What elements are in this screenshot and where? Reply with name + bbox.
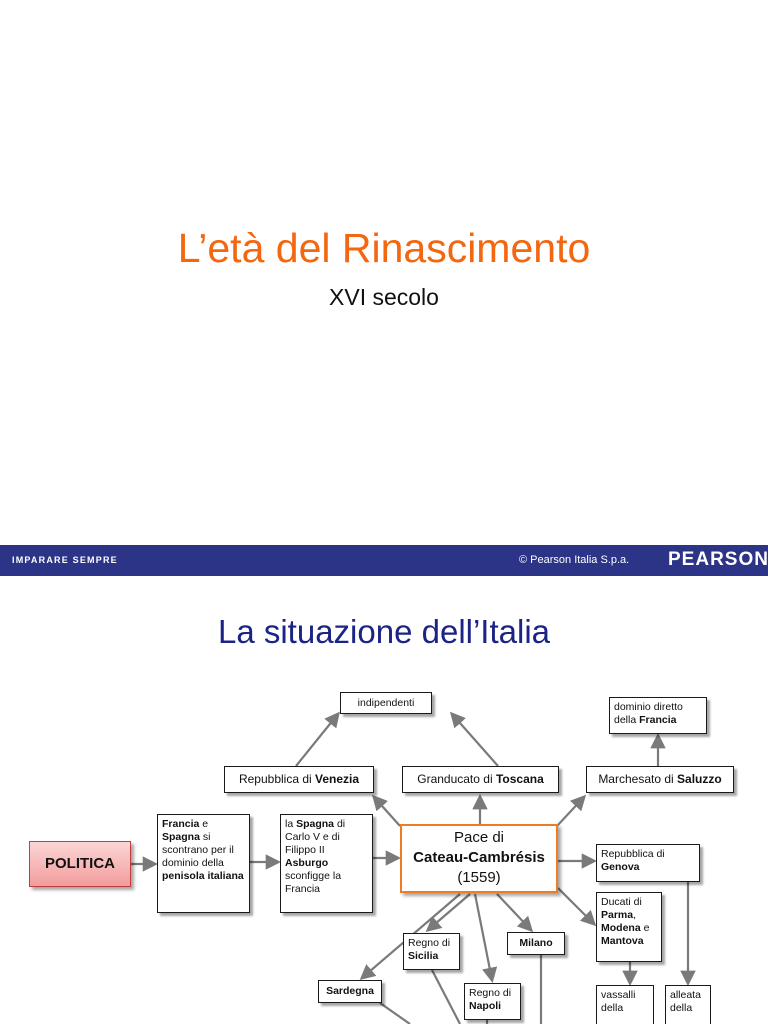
footer-bar: IMPARARE SEMPRE © Pearson Italia S.p.a. … (0, 545, 768, 576)
title-slide: L’età del Rinascimento XVI secolo (177, 225, 591, 310)
francia-spagna-box: Francia e Spagna si scontrano per il dom… (157, 814, 250, 913)
francia-dominio-box: dominio diretto della Francia (609, 697, 707, 734)
genova-box: Repubblica di Genova (596, 844, 700, 882)
slide-title: L’età del Rinascimento (177, 225, 591, 271)
publisher-logo: PEARSON (668, 549, 768, 570)
napoli-box: Regno di Napoli (464, 983, 521, 1020)
footer-copyright: © Pearson Italia S.p.a. (519, 554, 630, 566)
spagna-carlo-box: la Spagna di Carlo V e di Filippo II Asb… (280, 814, 373, 913)
ducati-box: Ducati di Parma, Modena e Mantova (596, 892, 662, 962)
slide-title-2: La situazione dell’Italia (217, 613, 551, 650)
saluzzo-box: Marchesato di Saluzzo (586, 766, 734, 793)
vassalli-box: vassalli della (596, 985, 654, 1024)
politica-box: POLITICA (29, 841, 131, 887)
sicilia-box: Regno di Sicilia (403, 933, 460, 970)
pace-box: Pace di Cateau-Cambrésis (1559) (400, 824, 558, 893)
alleata-box: alleata della (665, 985, 711, 1024)
footer-tagline: IMPARARE SEMPRE (12, 555, 118, 565)
sardegna-box: Sardegna (318, 980, 382, 1003)
toscana-box: Granducato di Toscana (402, 766, 559, 793)
milano-box: Milano (507, 932, 565, 955)
slide-subtitle: XVI secolo (329, 284, 439, 310)
indipendenti-box: indipendenti (340, 692, 432, 714)
venezia-box: Repubblica di Venezia (224, 766, 374, 793)
